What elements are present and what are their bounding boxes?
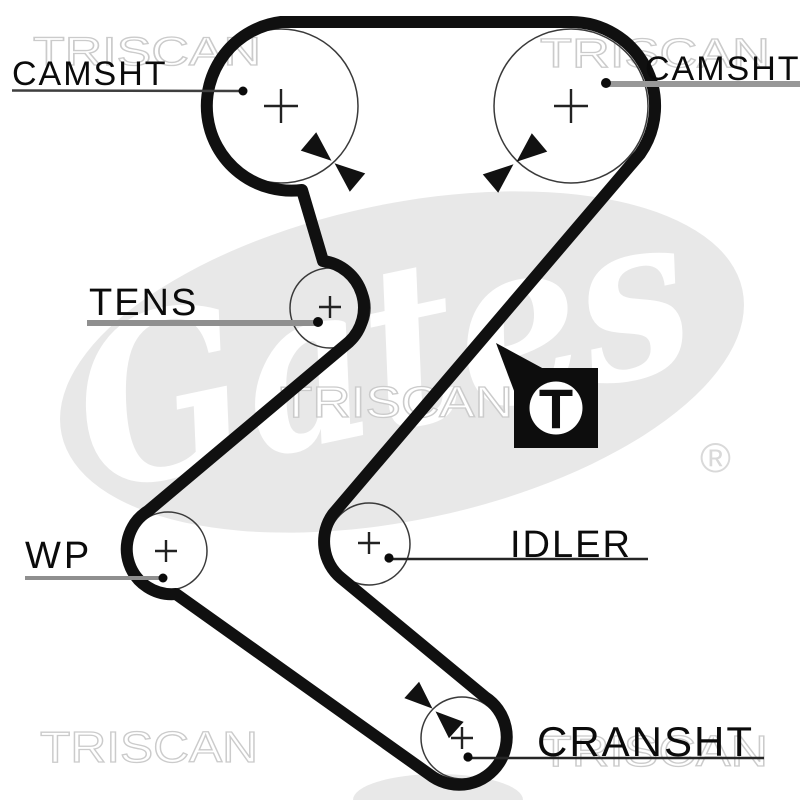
label-text: CAMSHT — [12, 55, 168, 93]
label-water-pump: WP — [25, 535, 168, 583]
triscan-watermark: TRISCAN — [540, 727, 768, 776]
label-tensioner: TENS — [87, 282, 323, 327]
gates-logo-watermark: Gates ® — [51, 158, 744, 800]
label-camshaft-right: CAMSHT — [601, 50, 800, 88]
leader-dot — [601, 78, 611, 88]
triscan-watermark: TRISCAN — [540, 30, 770, 76]
triscan-watermark: TRISCAN — [40, 723, 258, 772]
leader-dot — [384, 553, 394, 563]
label-crankshaft: CRANSHT — [463, 718, 764, 765]
leader-dot — [313, 317, 323, 327]
triscan-watermarks: TRISCAN TRISCAN TRISCAN TRISCAN TRISCAN — [32, 29, 770, 776]
label-text: TENS — [89, 282, 198, 324]
alignment-arrows-camshaft-left-icon — [300, 132, 366, 192]
timing-marker-icon: T — [496, 343, 598, 448]
label-idler: IDLER — [384, 524, 648, 566]
registered-trademark-icon: ® — [700, 434, 731, 481]
leader-dot — [463, 752, 473, 762]
alignment-arrows-crankshaft-icon — [404, 681, 464, 739]
timing-marker-letter: T — [539, 377, 573, 440]
label-text: WP — [25, 535, 92, 577]
leader-dot — [158, 573, 168, 583]
timing-marker-disc — [529, 381, 583, 435]
alignment-arrows-camshaft-right-icon — [482, 133, 548, 193]
camshaft-right-pulley — [493, 28, 649, 184]
triscan-watermark: TRISCAN — [280, 378, 513, 427]
label-camshaft-left: CAMSHT — [11, 55, 248, 96]
timing-belt — [120, 16, 662, 791]
leader-dot — [238, 86, 248, 96]
leader-line — [11, 89, 244, 93]
center-cross-icon — [155, 89, 588, 749]
